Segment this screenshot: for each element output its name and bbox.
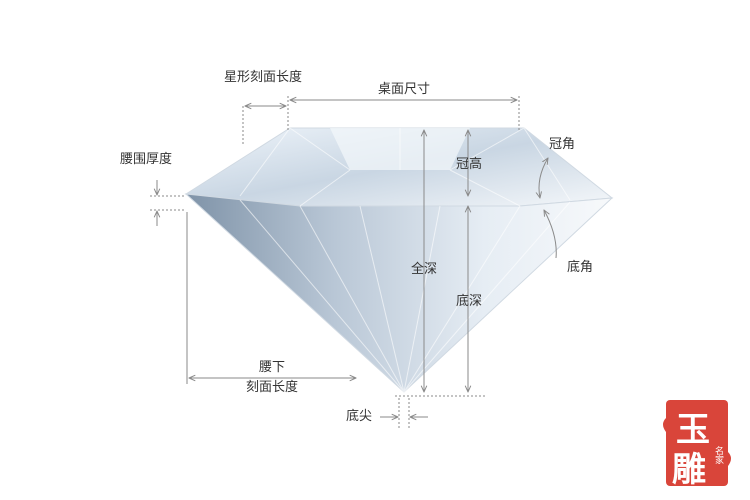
- measurement-lines: [150, 96, 557, 428]
- label-pavilion-angle: 底角: [567, 260, 594, 275]
- diamond-pavilion: [184, 193, 614, 393]
- crown-angle-arc: [539, 158, 548, 198]
- label-culet: 底尖: [346, 409, 373, 424]
- seal-shape: [663, 400, 731, 486]
- seal-logo: 玉 雕 名家: [660, 398, 734, 490]
- diamond-illustration: [184, 127, 614, 393]
- label-table-size: 桌面尺寸: [378, 82, 431, 97]
- label-girdle-thickness: 腰围厚度: [120, 152, 173, 167]
- label-lower-girdle-line1: 腰下: [259, 360, 286, 375]
- pavilion-angle-arc: [544, 210, 557, 259]
- seal-main-char-1: 玉: [676, 410, 710, 450]
- label-lower-girdle-line2: 刻面长度: [246, 380, 299, 395]
- label-pavilion-depth: 底深: [456, 294, 483, 309]
- label-crown-angle: 冠角: [549, 137, 576, 152]
- label-star-facet-length: 星形刻面长度: [224, 70, 303, 85]
- seal-main-char-2: 雕: [672, 450, 706, 490]
- label-crown-height: 冠高: [456, 157, 483, 172]
- facet-lines: [239, 127, 571, 393]
- seal-side-text: 名家: [713, 446, 723, 464]
- label-total-depth: 全深: [411, 262, 438, 277]
